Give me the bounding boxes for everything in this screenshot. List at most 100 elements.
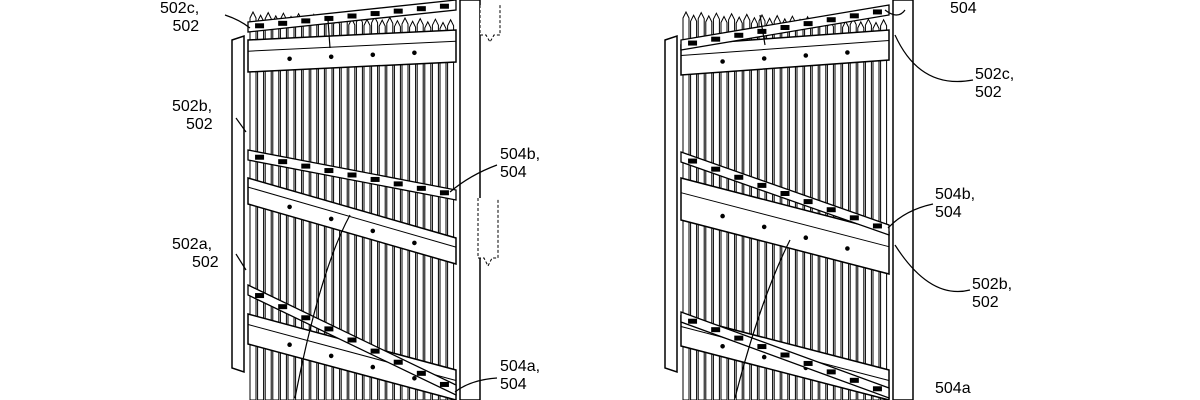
fastener: [711, 36, 721, 42]
screw-hole: [761, 224, 767, 230]
screw-hole: [287, 56, 292, 62]
fastener: [711, 166, 721, 172]
picket: [401, 16, 409, 400]
picket: [872, 21, 880, 400]
leader-line: [449, 164, 498, 193]
fastener: [711, 327, 721, 333]
fastener: [849, 377, 859, 383]
fastener: [301, 163, 311, 169]
screw-hole: [412, 240, 417, 246]
screw-hole: [803, 235, 809, 240]
label-right-504b: 504b,504: [935, 186, 976, 221]
fastener: [803, 199, 813, 205]
fastener: [849, 13, 859, 19]
fastener: [370, 176, 380, 182]
fastener: [278, 20, 288, 26]
label-left-504b: 504b,504: [500, 146, 541, 181]
picket: [386, 16, 394, 400]
screw-hole: [328, 54, 334, 60]
screw-hole: [287, 342, 292, 348]
leader-line: [327, 19, 331, 49]
fastener: [688, 318, 698, 324]
label-left-502b: 502b,502: [172, 98, 213, 133]
label-right-502c: 502c,502: [975, 66, 1015, 101]
fastener: [803, 21, 813, 27]
fastener: [757, 344, 767, 350]
rail-edge: [680, 40, 890, 56]
leader-line: [734, 239, 791, 399]
fastener: [370, 11, 380, 17]
fastener: [255, 154, 265, 160]
picket: [416, 17, 424, 400]
picket: [849, 17, 857, 400]
leader-line: [235, 253, 247, 271]
fastener: [688, 158, 698, 164]
leader-line: [884, 9, 906, 16]
screw-hole: [845, 50, 850, 55]
rail-edge: [247, 40, 457, 52]
dashed-arrow: [477, 198, 499, 268]
fastener: [780, 191, 790, 196]
screw-hole: [412, 376, 417, 381]
screw-hole: [370, 52, 376, 58]
picket: [431, 18, 439, 400]
fastener: [255, 293, 265, 299]
fastener: [849, 215, 859, 221]
fastener: [324, 168, 334, 174]
screw-hole: [370, 364, 376, 370]
picket: [409, 20, 417, 400]
fastener: [872, 223, 882, 229]
screw-hole: [328, 353, 334, 359]
fastener: [301, 18, 311, 24]
picket: [857, 20, 865, 400]
label-left-502c: 502c,502: [160, 0, 200, 35]
fastener: [370, 348, 380, 354]
fastener: [734, 174, 744, 180]
picket: [864, 18, 872, 400]
leader-line: [454, 377, 498, 393]
fastener: [278, 159, 288, 165]
leader-line: [235, 117, 247, 133]
fastener: [439, 3, 449, 9]
fastener: [826, 369, 836, 375]
picket: [880, 18, 888, 400]
fastener: [757, 182, 767, 188]
rail-board: [247, 177, 457, 265]
leader-line: [894, 34, 974, 83]
screw-hole: [761, 56, 767, 61]
right-post: [459, 0, 481, 400]
leader-line: [224, 14, 251, 29]
fastener: [757, 28, 767, 34]
fastener: [416, 370, 426, 376]
screw-hole: [720, 344, 725, 349]
fastener: [780, 352, 790, 358]
fastener: [734, 32, 744, 38]
fastener: [347, 337, 357, 343]
screw-hole: [412, 50, 417, 56]
fastener: [416, 185, 426, 191]
picket: [439, 21, 447, 400]
picket: [447, 18, 455, 400]
label-right-504a: 504a: [935, 380, 971, 397]
screw-hole: [370, 228, 376, 234]
fastener: [688, 40, 698, 46]
picket: [371, 15, 379, 400]
screw-hole: [720, 59, 725, 64]
fastener: [803, 360, 813, 366]
fastener: [347, 172, 357, 178]
screw-hole: [803, 53, 809, 58]
picket: [393, 19, 401, 400]
fastener: [347, 13, 357, 19]
picket: [804, 15, 812, 400]
left-post: [664, 34, 678, 374]
rail-board: [247, 29, 457, 73]
screw-hole: [845, 246, 850, 251]
fastener: [278, 304, 288, 310]
screw-hole: [761, 354, 767, 360]
screw-hole: [328, 216, 334, 222]
screw-hole: [720, 213, 725, 219]
rail-board: [680, 177, 890, 275]
fastener: [826, 17, 836, 23]
